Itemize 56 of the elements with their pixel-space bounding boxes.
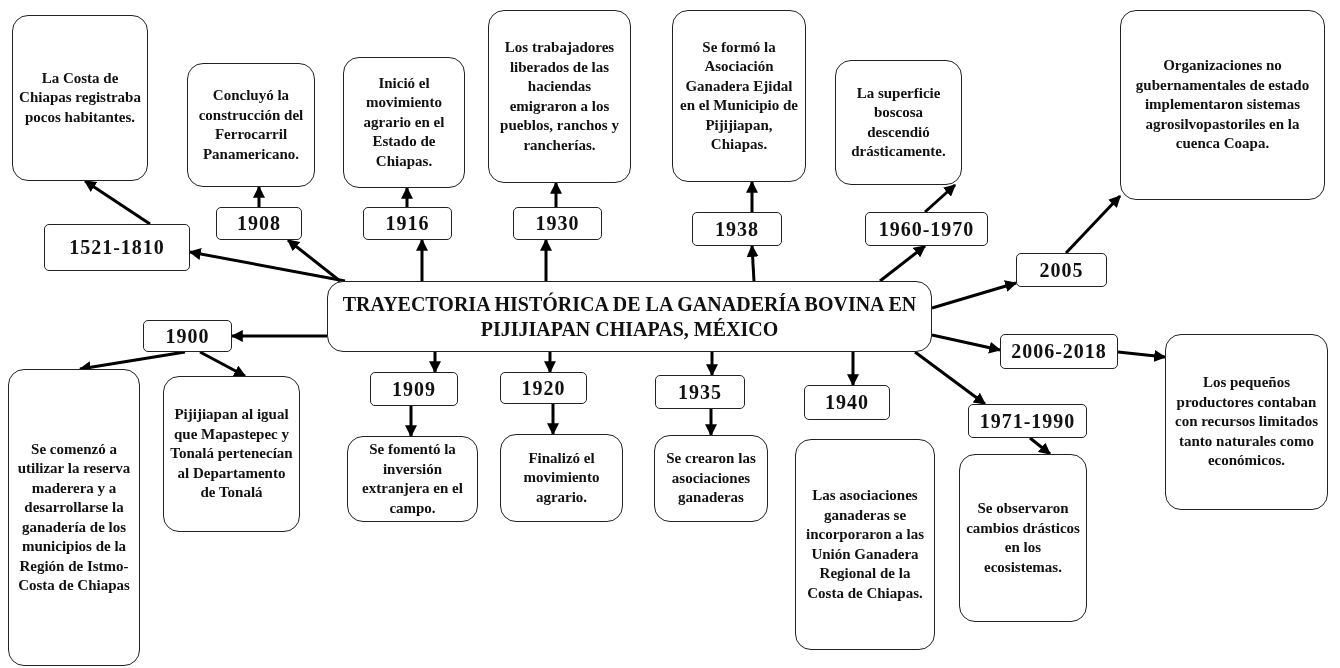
arrow bbox=[84, 179, 151, 226]
year-box: 1960-1970 bbox=[865, 212, 988, 246]
arrow bbox=[401, 186, 413, 207]
arrow bbox=[1117, 349, 1167, 362]
year-box: 1938 bbox=[692, 212, 782, 246]
event-box: Se crearon las asociaciones ganaderas bbox=[654, 435, 768, 522]
arrow bbox=[706, 352, 718, 377]
event-box: Inició el movimiento agrario en el Estado de Chiapas. bbox=[343, 57, 465, 188]
event-box: Se comenzó a utilizar la reserva maderera y a desarrollarse la ganadería de los municipios de la Región de Istmo-Costa de Chiapas bbox=[8, 369, 140, 666]
arrow bbox=[550, 181, 562, 207]
arrow bbox=[1064, 194, 1122, 255]
year-box: 1909 bbox=[370, 372, 458, 406]
arrow bbox=[230, 330, 327, 342]
event-box: Los trabajadores liberados de las haciendas emigraron a los pueblos, ranchos y rancherías. bbox=[488, 10, 631, 183]
arrow bbox=[931, 333, 1002, 354]
event-box: Se formó la Asociación Ganadera Ejidal en el Municipio de Pijijiapan, Chiapas. bbox=[672, 10, 806, 182]
arrow bbox=[847, 352, 859, 387]
year-box: 1930 bbox=[513, 207, 602, 240]
arrow bbox=[405, 406, 417, 438]
year-box: 2006-2018 bbox=[1000, 334, 1118, 369]
arrow bbox=[544, 352, 556, 374]
year-box: 1935 bbox=[655, 375, 745, 409]
event-box: Finalizó el movimiento agrario. bbox=[500, 434, 623, 522]
event-box: La Costa de Chiapas registraba pocos habitantes. bbox=[12, 15, 148, 181]
event-box: Se fomentó la inversión extranjera en el campo. bbox=[347, 436, 478, 522]
arrow bbox=[931, 280, 1018, 310]
arrow bbox=[199, 350, 247, 378]
arrow bbox=[547, 404, 559, 436]
year-box: 1971-1990 bbox=[968, 404, 1087, 438]
arrow bbox=[540, 238, 552, 281]
year-box: 1940 bbox=[804, 385, 890, 420]
year-box: 1920 bbox=[500, 372, 587, 404]
arrow bbox=[924, 183, 956, 214]
event-box: La superficie boscosa descendió drásticamente. bbox=[835, 60, 962, 185]
event-box: Pijijiapan al igual que Mapastepec y Tonalá pertenecían al Departamento de Tonalá bbox=[163, 376, 300, 532]
arrow bbox=[914, 350, 986, 406]
event-box: Las asociaciones ganaderas se incorporaron a las Unión Ganadera Regional de la Costa de Chiapas. bbox=[795, 439, 935, 650]
event-box: Concluyó la construcción del Ferrocarril Panamericano. bbox=[187, 63, 315, 187]
arrow bbox=[879, 244, 926, 283]
arrow bbox=[416, 238, 428, 281]
arrow bbox=[188, 248, 346, 283]
arrow bbox=[1029, 436, 1051, 456]
arrow bbox=[705, 409, 717, 437]
year-box: 1900 bbox=[143, 320, 232, 352]
arrow bbox=[253, 185, 265, 207]
arrow bbox=[746, 244, 759, 282]
arrow bbox=[429, 352, 441, 374]
event-box: Organizaciones no gubernamentales de estado implementaron sistemas agrosilvopastoriles en la cuenca Coapa. bbox=[1120, 10, 1325, 200]
title-box: TRAYECTORIA HISTÓRICA DE LA GANADERÍA BOVINA EN PIJIJIAPAN CHIAPAS, MÉXICO bbox=[327, 281, 932, 352]
year-box: 2005 bbox=[1016, 253, 1107, 287]
year-box: 1916 bbox=[363, 207, 452, 240]
year-box: 1521-1810 bbox=[44, 224, 190, 271]
year-box: 1908 bbox=[216, 207, 302, 240]
event-box: Se observaron cambios drásticos en los ecosistemas. bbox=[959, 454, 1087, 622]
event-box: Los pequeños productores contaban con recursos limitados tanto naturales como económicos. bbox=[1165, 334, 1328, 510]
arrow bbox=[746, 180, 758, 212]
